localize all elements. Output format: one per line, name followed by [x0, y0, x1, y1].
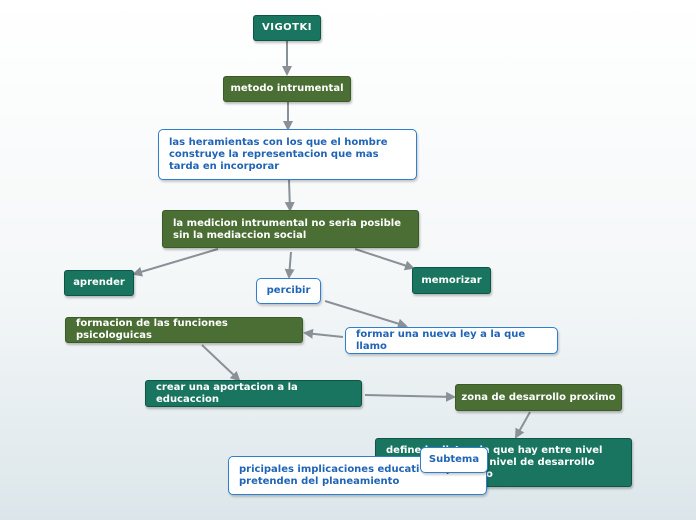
node-formacion-funciones[interactable]: formacion de las funciones psicologuicas: [65, 317, 303, 343]
node-metodo-intrumental[interactable]: metodo intrumental: [223, 76, 351, 102]
node-herramientas[interactable]: las heramientas con los que el hombre co…: [158, 129, 417, 180]
node-aprender[interactable]: aprender: [64, 270, 134, 296]
node-medicion-intrumental[interactable]: la medicion intrumental no seria posible…: [162, 210, 419, 248]
node-subtema[interactable]: Subtema: [420, 447, 488, 473]
node-zona-desarrollo[interactable]: zona de desarrollo proximo: [455, 384, 622, 411]
node-vigotki[interactable]: VIGOTKI: [253, 15, 321, 41]
node-aportacion-educaccion[interactable]: crear una aportacion a la educaccion: [145, 380, 362, 407]
node-percibir[interactable]: percibir: [256, 278, 321, 304]
node-nueva-ley[interactable]: formar una nueva ley a la que llamo: [345, 327, 558, 354]
node-memorizar[interactable]: memorizar: [412, 267, 491, 294]
